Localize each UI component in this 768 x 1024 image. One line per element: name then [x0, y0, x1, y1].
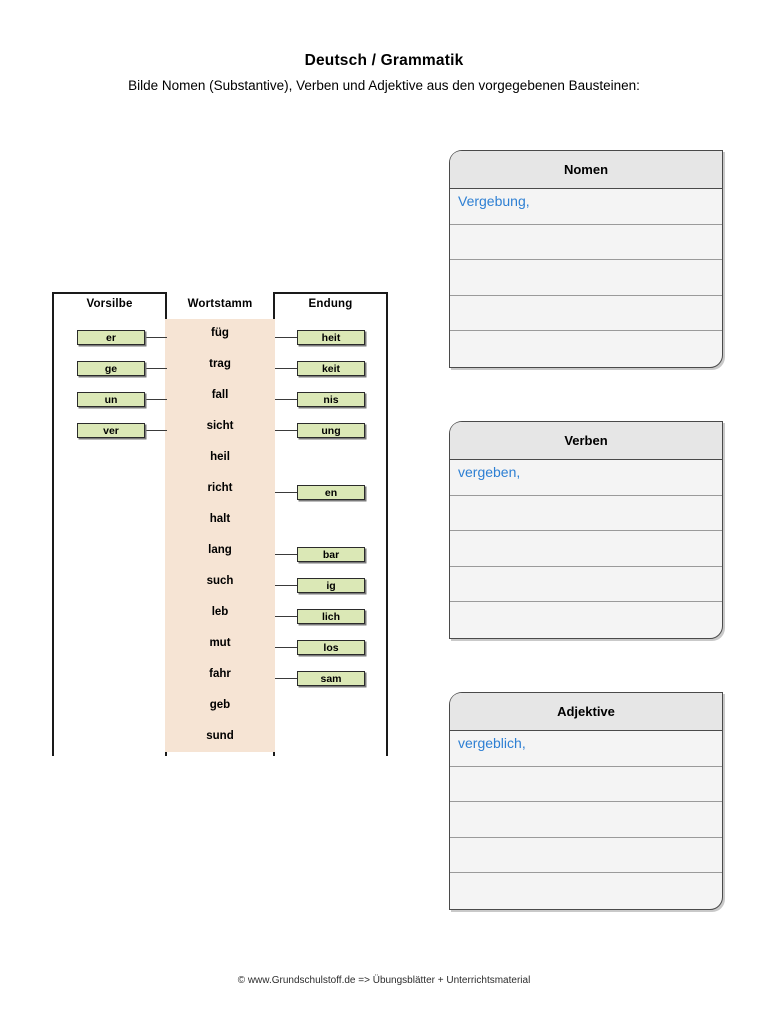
ending-chip[interactable]: keit	[297, 361, 365, 376]
word-stem-label[interactable]: heil	[210, 451, 230, 463]
answer-box-title-verben: Verben	[450, 422, 722, 460]
answer-line[interactable]	[450, 496, 722, 532]
column-header-vorsilbe: Vorsilbe	[86, 298, 133, 310]
ending-connector-line	[275, 368, 297, 369]
column-header-endung: Endung	[308, 298, 353, 310]
ending-chip[interactable]: lich	[297, 609, 365, 624]
prefix-connector-line	[145, 368, 167, 369]
ending-chip[interactable]: ig	[297, 578, 365, 593]
answer-lines-verben: vergeben,	[450, 460, 722, 638]
blocks-row: ver sicht ung	[52, 415, 392, 446]
answer-lines-adjektive: vergeblich,	[450, 731, 722, 909]
blocks-row: un fall nis	[52, 384, 392, 415]
answer-line[interactable]	[450, 838, 722, 874]
word-stem-label[interactable]: mut	[209, 637, 231, 649]
blocks-row: heil	[52, 446, 392, 477]
ending-connector-line	[275, 399, 297, 400]
page-title: Deutsch / Grammatik	[304, 52, 464, 69]
blocks-row: lang bar	[52, 539, 392, 570]
word-stem-label[interactable]: such	[206, 575, 234, 587]
prefix-chip[interactable]: un	[77, 392, 145, 407]
word-stem-label[interactable]: sicht	[206, 420, 234, 432]
ending-connector-line	[275, 492, 297, 493]
answer-box-title-adjektive: Adjektive	[450, 693, 722, 731]
word-blocks-diagram: Vorsilbe Wortstamm Endung er füg heit ge tra…	[52, 292, 392, 762]
answer-box-adjektive: Adjektive vergeblich,	[449, 692, 723, 910]
answer-lines-nomen: Vergebung,	[450, 189, 722, 367]
blocks-row: ge trag keit	[52, 353, 392, 384]
word-stem-label[interactable]: fahr	[209, 668, 231, 680]
word-stem-label[interactable]: fall	[211, 389, 229, 401]
ending-chip[interactable]: los	[297, 640, 365, 655]
blocks-row: mut los	[52, 632, 392, 663]
ending-connector-line	[275, 678, 297, 679]
blocks-row: richt en	[52, 477, 392, 508]
ending-connector-line	[275, 585, 297, 586]
ending-chip[interactable]: nis	[297, 392, 365, 407]
answer-line[interactable]	[450, 767, 722, 803]
blocks-row: sund	[52, 725, 392, 756]
prefix-connector-line	[145, 337, 167, 338]
ending-connector-line	[275, 337, 297, 338]
answer-line[interactable]	[450, 602, 722, 638]
word-stem-label[interactable]: lang	[208, 544, 232, 556]
answer-box-nomen: Nomen Vergebung,	[449, 150, 723, 368]
footer-credit: © www.Grundschulstoff.de => Übungsblätte…	[237, 975, 531, 986]
answer-line[interactable]	[450, 531, 722, 567]
column-header-wortstamm: Wortstamm	[187, 298, 253, 310]
blocks-row: halt	[52, 508, 392, 539]
prefix-connector-line	[145, 430, 167, 431]
blocks-row: leb lich	[52, 601, 392, 632]
word-stem-label[interactable]: richt	[207, 482, 233, 494]
answer-line[interactable]: vergeblich,	[450, 731, 722, 767]
stem-column-background	[165, 319, 275, 752]
blocks-row: er füg heit	[52, 322, 392, 353]
page-instruction: Bilde Nomen (Substantive), Verben und Ad…	[128, 78, 640, 93]
answer-line[interactable]	[450, 873, 722, 909]
prefix-chip[interactable]: ge	[77, 361, 145, 376]
word-stem-label[interactable]: füg	[211, 327, 229, 339]
word-stem-label[interactable]: halt	[209, 513, 231, 525]
ending-chip[interactable]: heit	[297, 330, 365, 345]
ending-chip[interactable]: bar	[297, 547, 365, 562]
prefix-connector-line	[145, 399, 167, 400]
answer-box-verben: Verben vergeben,	[449, 421, 723, 639]
answer-line[interactable]	[450, 225, 722, 261]
answer-line[interactable]	[450, 331, 722, 367]
blocks-row: such ig	[52, 570, 392, 601]
answer-box-title-nomen: Nomen	[450, 151, 722, 189]
blocks-row: fahr sam	[52, 663, 392, 694]
word-stem-label[interactable]: trag	[209, 358, 231, 370]
prefix-chip[interactable]: er	[77, 330, 145, 345]
answer-line[interactable]	[450, 296, 722, 332]
ending-connector-line	[275, 554, 297, 555]
prefix-chip[interactable]: ver	[77, 423, 145, 438]
ending-chip[interactable]: ung	[297, 423, 365, 438]
word-stem-label[interactable]: geb	[209, 699, 231, 711]
ending-connector-line	[275, 647, 297, 648]
ending-chip[interactable]: sam	[297, 671, 365, 686]
answer-line[interactable]: vergeben,	[450, 460, 722, 496]
ending-connector-line	[275, 430, 297, 431]
ending-chip[interactable]: en	[297, 485, 365, 500]
answer-line[interactable]	[450, 260, 722, 296]
answer-line[interactable]: Vergebung,	[450, 189, 722, 225]
answer-line[interactable]	[450, 567, 722, 603]
answer-line[interactable]	[450, 802, 722, 838]
word-stem-label[interactable]: leb	[211, 606, 229, 618]
blocks-row: geb	[52, 694, 392, 725]
word-stem-label[interactable]: sund	[206, 730, 234, 742]
ending-connector-line	[275, 616, 297, 617]
